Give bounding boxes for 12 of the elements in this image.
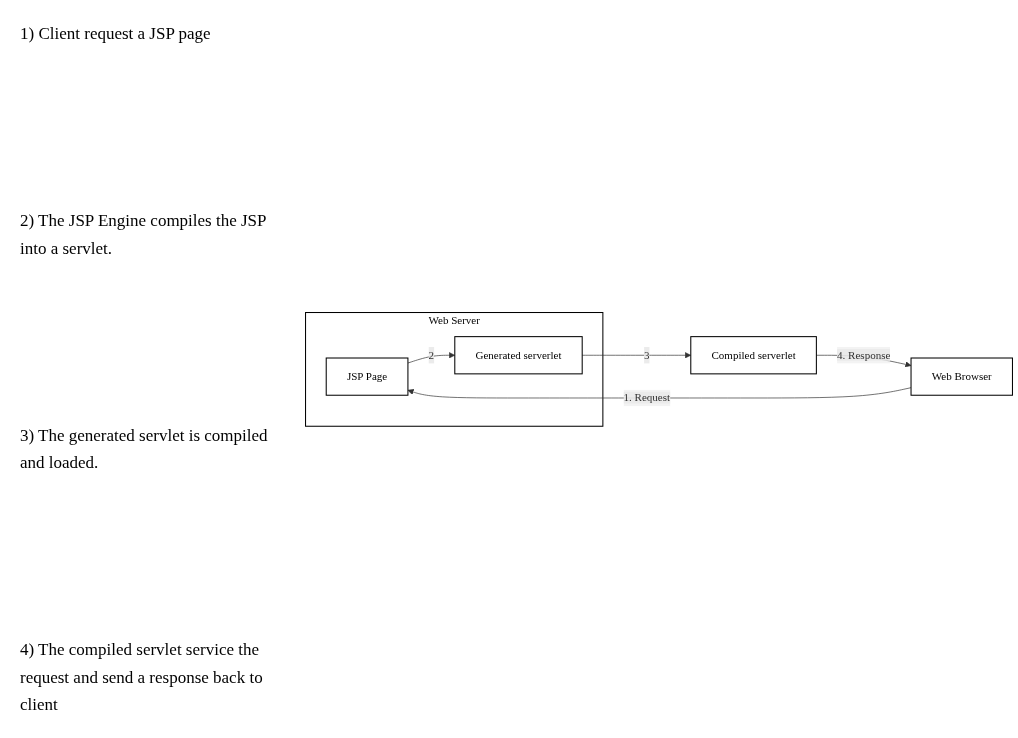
edge-label: 1. Request bbox=[623, 391, 671, 404]
node-box: Generated serverlet bbox=[454, 335, 583, 374]
note-text: 1) Client request a JSP page bbox=[20, 23, 212, 45]
edge-label: 2 bbox=[428, 348, 435, 361]
note-text: 4) The compiled servlet service the request and send a response back to client bbox=[20, 639, 264, 716]
edge-label: 4. Response bbox=[837, 348, 891, 361]
note-text: 2) The JSP Engine compiles the JSP into a servlet. bbox=[20, 210, 267, 260]
node-box: Compiled serverlet bbox=[690, 335, 817, 374]
node-box: Web Browser bbox=[910, 357, 1013, 396]
edge-label: 3 bbox=[644, 348, 650, 361]
node-box: JSP Page bbox=[325, 357, 409, 396]
note-text: 3) The generated servlet is compiled and loaded. bbox=[20, 424, 269, 475]
